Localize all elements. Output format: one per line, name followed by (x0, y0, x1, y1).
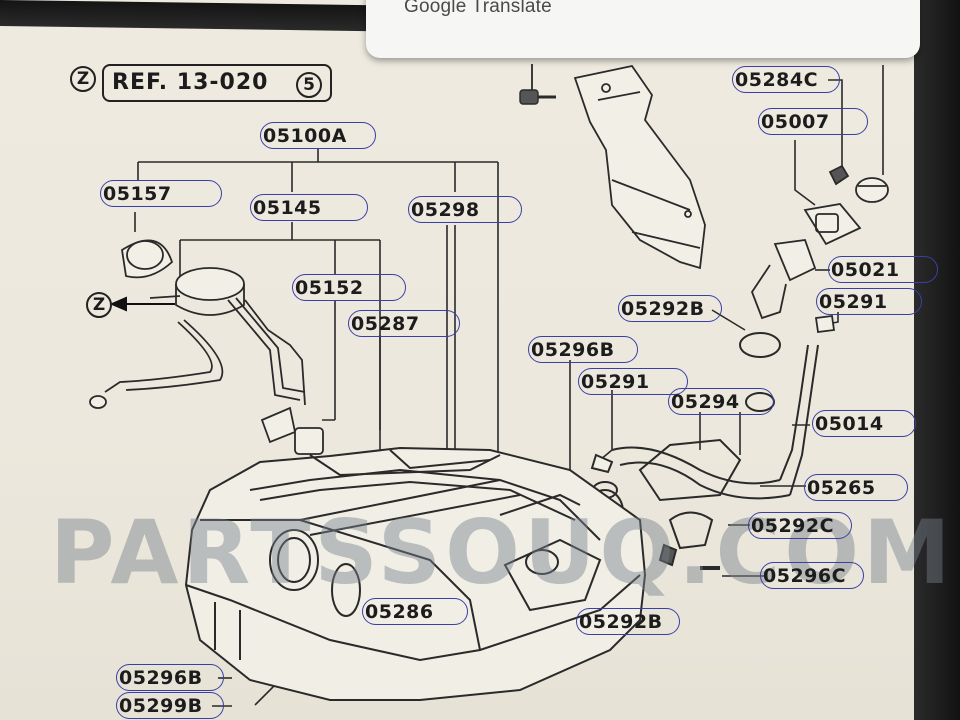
part-05296c[interactable]: 05296C (760, 562, 864, 589)
part-05291-upper[interactable]: 05291 (816, 288, 922, 315)
google-translate-popup[interactable]: Google Translate (366, 0, 920, 58)
part-05152[interactable]: 05152 (292, 274, 406, 301)
part-05284c[interactable]: 05284C (732, 66, 840, 93)
leader-05145 (179, 222, 381, 430)
monitor-bezel-right (914, 0, 960, 720)
reference-text: REF. 13-020 (112, 70, 269, 95)
filler-neck (750, 164, 889, 334)
leader-05294 (699, 412, 741, 455)
part-05292b-lower[interactable]: 05292B (576, 608, 680, 635)
hoses (590, 344, 819, 502)
part-05298[interactable]: 05298 (408, 196, 522, 223)
part-05299b[interactable]: 05299B (116, 692, 224, 719)
part-05265[interactable]: 05265 (804, 474, 908, 501)
part-05287[interactable]: 05287 (348, 310, 460, 337)
watermark: PARTSSOUQ.COM (50, 501, 955, 604)
leader-05100a (137, 148, 499, 460)
leader-05152 (322, 300, 336, 421)
side-marker-z: Z (86, 292, 112, 318)
reference-circle-5: 5 (296, 72, 322, 98)
part-05007[interactable]: 05007 (758, 108, 868, 135)
part-05014[interactable]: 05014 (812, 410, 916, 437)
part-05145[interactable]: 05145 (250, 194, 368, 221)
part-05021[interactable]: 05021 (828, 256, 938, 283)
part-05296b-lower[interactable]: 05296B (116, 664, 224, 691)
part-05286[interactable]: 05286 (362, 598, 468, 625)
popup-title: Google Translate (404, 0, 552, 17)
reference-circle-z: Z (70, 66, 96, 92)
fuel-pump-module (89, 239, 324, 455)
arrow-to-z (109, 296, 175, 312)
heat-shield (531, 64, 706, 270)
part-05292c[interactable]: 05292C (748, 512, 852, 539)
part-05291-lower[interactable]: 05291 (578, 368, 688, 395)
bolt-top (519, 89, 556, 105)
part-05292b-upper[interactable]: 05292B (618, 295, 722, 322)
part-05157[interactable]: 05157 (100, 180, 222, 207)
part-05100a[interactable]: 05100A (260, 122, 376, 149)
leader-05291b (599, 390, 613, 461)
reference-box[interactable]: REF. 13-020 (102, 64, 332, 102)
part-05296b-upper[interactable]: 05296B (528, 336, 638, 363)
part-05294[interactable]: 05294 (668, 388, 774, 415)
fuel-tank (184, 446, 647, 701)
